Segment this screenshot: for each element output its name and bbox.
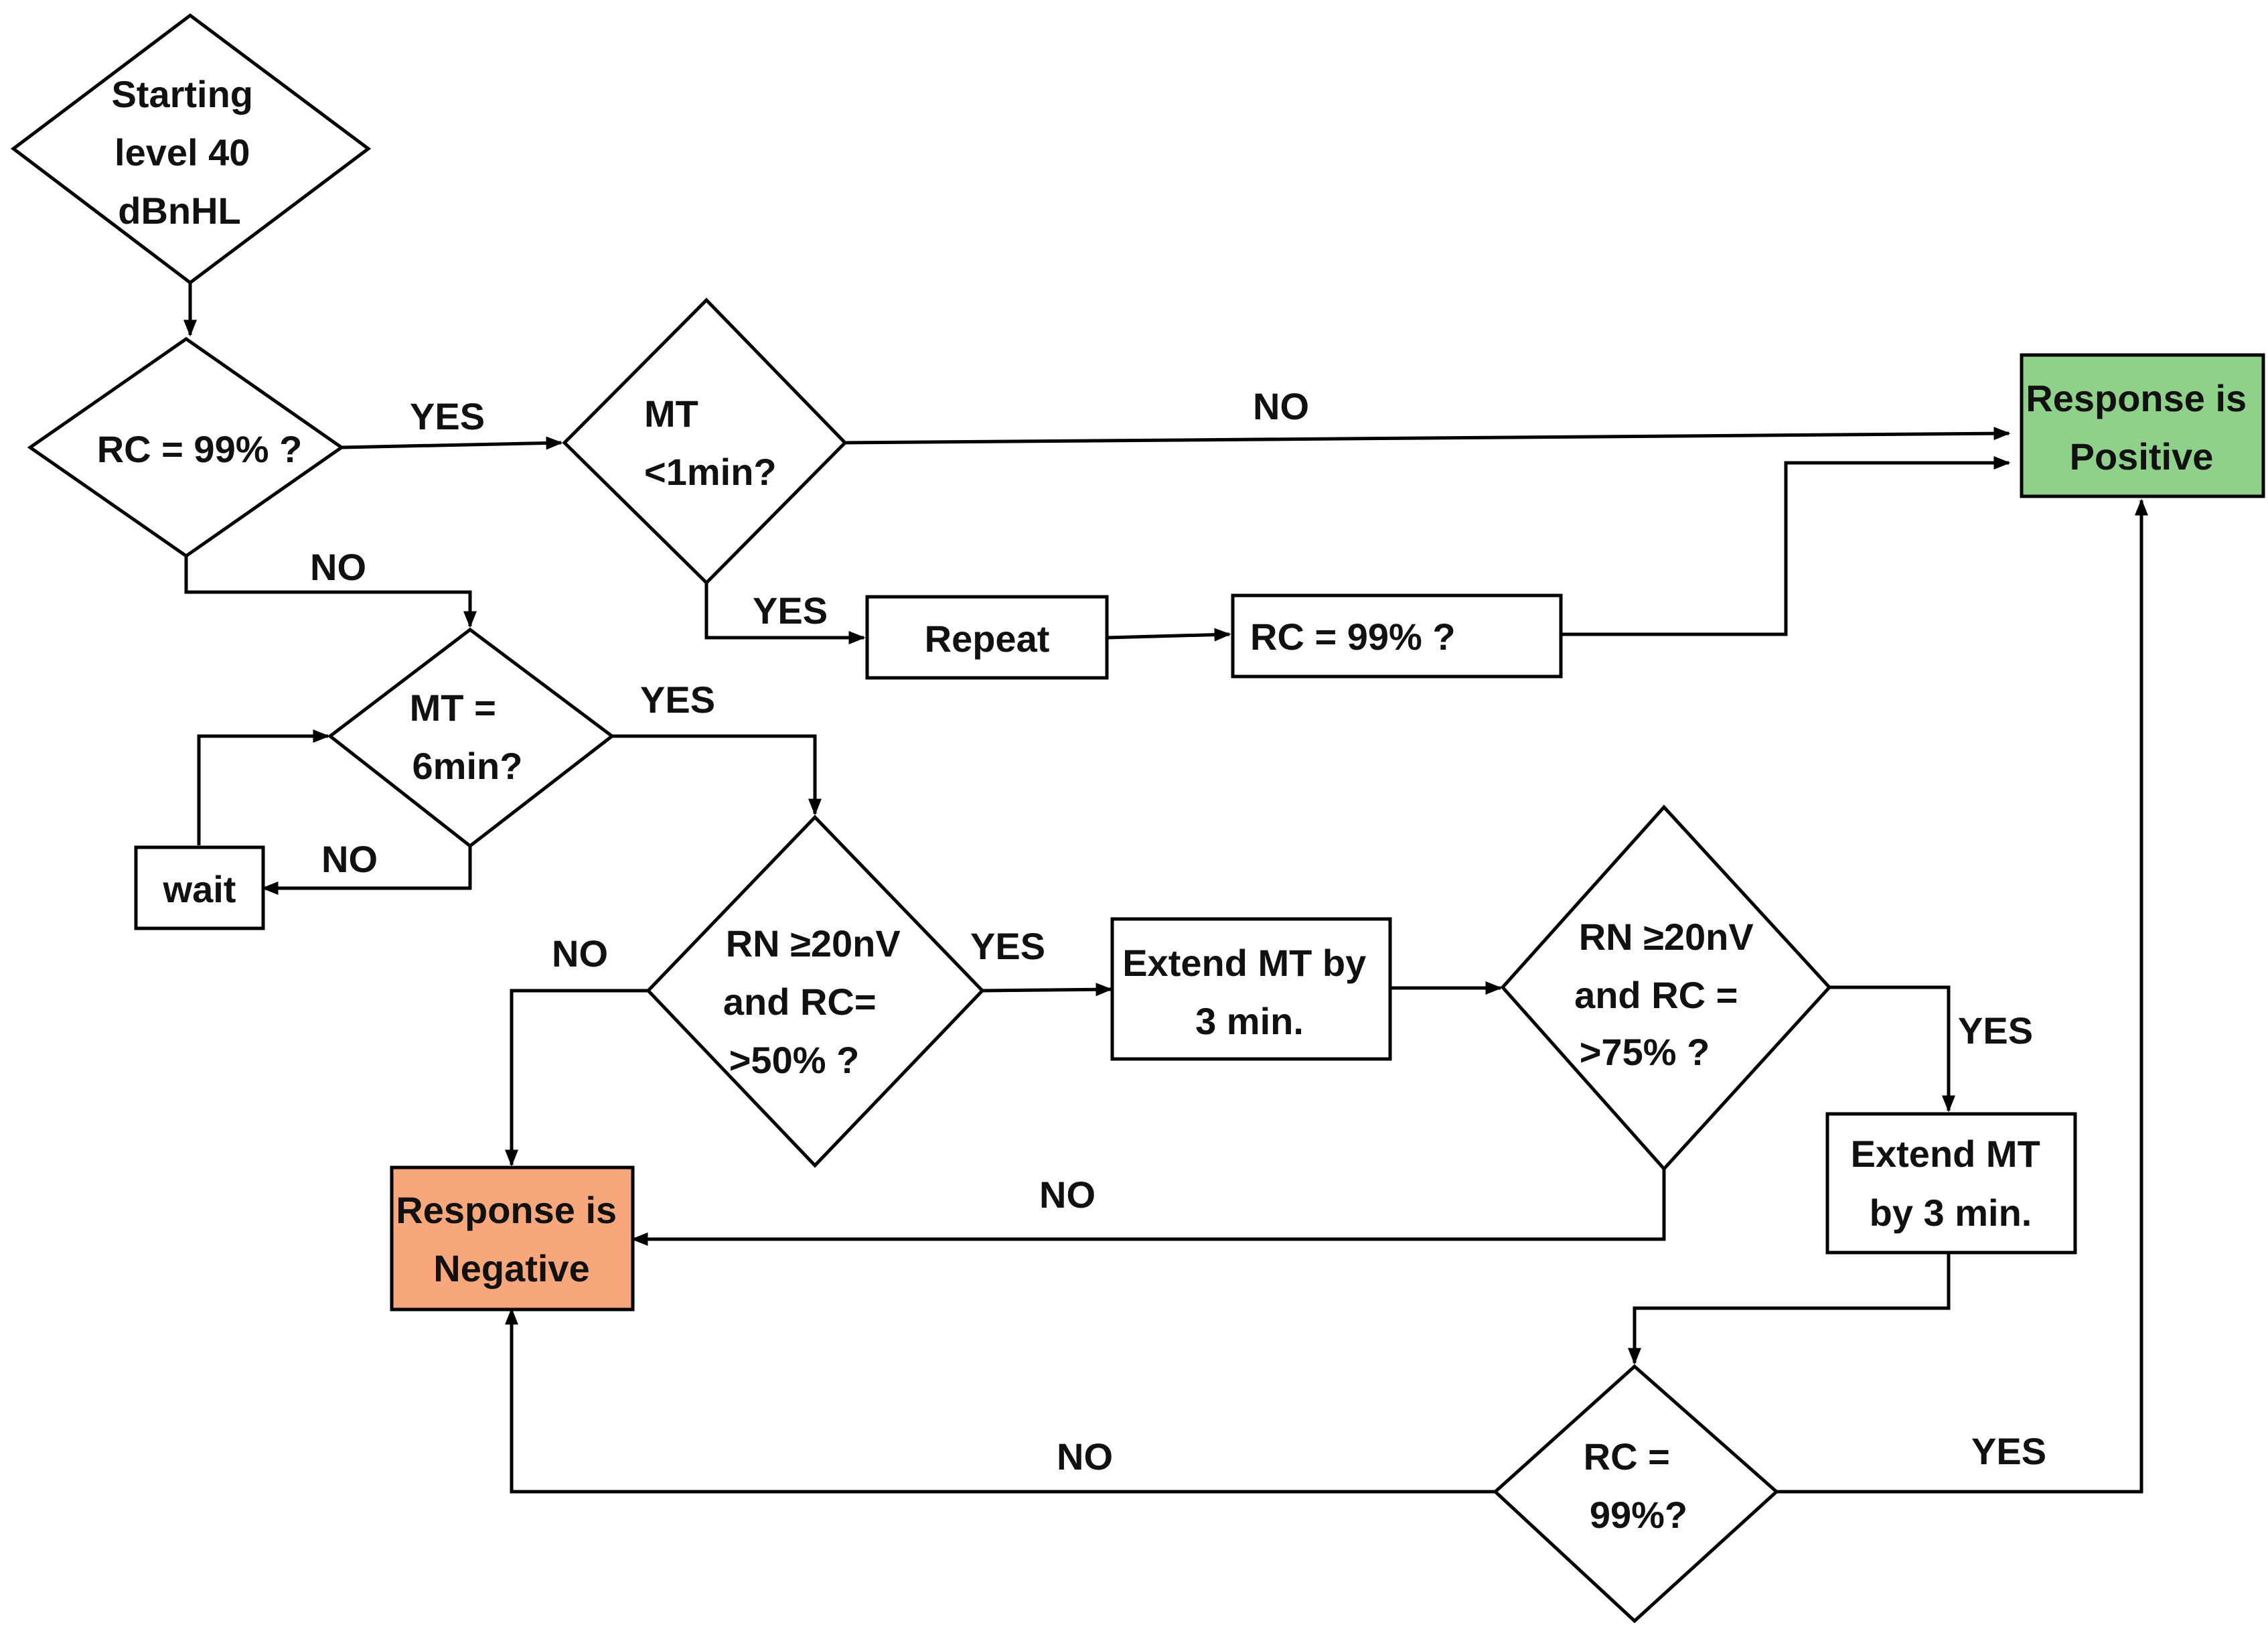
- wait-label-line-1: wait: [163, 868, 236, 910]
- wait-label: wait: [163, 868, 236, 910]
- rn-20nv-rc50-decision-diamond: [646, 814, 985, 1168]
- response-positive-label: Response is Positive: [2026, 377, 2257, 478]
- edge-label-rc99c-yes: YES: [1971, 1430, 2046, 1472]
- mt-lt1min-label: MT <1min?: [644, 393, 777, 493]
- rc99-decision-diamond: [27, 336, 345, 559]
- connector-rc99a-yes-to-mtlt1: [341, 436, 563, 450]
- response-positive-box: [2020, 353, 2265, 498]
- start-label-line-3: dBnHL: [118, 190, 241, 232]
- start-label-line-2: level 40: [115, 131, 250, 173]
- extend-mt-box-2: [1825, 1112, 2077, 1255]
- edge-label-rc99a-no: NO: [310, 546, 366, 588]
- rc99-decision-label-line-1: RC = 99% ?: [97, 428, 303, 470]
- connector-rc99b-to-positive: [1559, 456, 2011, 636]
- extend-mt-2-label-line-2: by 3 min.: [1870, 1192, 2032, 1234]
- rc99-check-label: RC = 99% ?: [1250, 616, 1456, 658]
- edge-label-rn75-yes: YES: [1958, 1009, 2033, 1052]
- connector-mtlt1-yes-to-repeat: [704, 583, 866, 644]
- connector-repeat-to-rc99b: [1106, 628, 1231, 642]
- rc99-final-label-line-1: RC =: [1584, 1435, 1670, 1478]
- connector-extend2-to-rc99c: [1628, 1253, 1951, 1365]
- rc99-final-label: RC = 99%?: [1584, 1435, 1688, 1536]
- mt-lt1min-label-line-1: MT: [644, 393, 698, 435]
- connector-rn75-no-to-negative: [631, 1169, 1666, 1246]
- connector-mt6-no-to-wait: [261, 846, 472, 895]
- connector-wait-to-mt6: [197, 729, 330, 845]
- edge-label-rn75-no: NO: [1039, 1174, 1095, 1216]
- response-negative-label-line-2: Negative: [433, 1247, 589, 1289]
- rn-20nv-rc75-decision-diamond: [1500, 804, 1832, 1172]
- response-positive-label-line-2: Positive: [2070, 435, 2214, 478]
- rn-20nv-rc50-label-line-2: and RC=: [723, 981, 877, 1023]
- rc99-final-label-line-2: 99%?: [1590, 1494, 1687, 1536]
- extend-mt-1-label: Extend MT by 3 min.: [1122, 942, 1377, 1042]
- extend-mt-2-label: Extend MT by 3 min.: [1851, 1133, 2051, 1234]
- repeat-label: Repeat: [925, 618, 1050, 660]
- connector-rn50-yes-to-extend1: [982, 983, 1113, 997]
- response-negative-label: Response is Negative: [396, 1189, 627, 1289]
- response-negative-box: [390, 1165, 635, 1311]
- mt-lt1min-label-line-2: <1min?: [644, 451, 777, 493]
- connector-rc99c-no-to-negative: [505, 1307, 1495, 1494]
- extend-mt-box-1: [1110, 917, 1392, 1061]
- extend-mt-1-label-line-2: 3 min.: [1195, 1000, 1304, 1042]
- connector-mt6-yes-to-rn50: [612, 734, 822, 816]
- start-decision-diamond: [10, 13, 372, 285]
- extend-mt-2-label-line-1: Extend MT: [1851, 1133, 2040, 1175]
- rn-20nv-rc75-label-line-2: and RC =: [1574, 974, 1738, 1016]
- start-label-line-1: Starting: [111, 73, 253, 115]
- response-negative-label-line-1: Response is: [396, 1189, 617, 1231]
- connector-rn50-no-to-negative: [505, 989, 648, 1167]
- rn-20nv-rc50-label: RN ≥20nV and RC= >50% ?: [723, 922, 911, 1081]
- mt-6min-decision-diamond: [327, 627, 615, 849]
- mt-6min-label-line-1: MT =: [410, 687, 496, 729]
- rc99-final-decision-diamond: [1493, 1364, 1779, 1624]
- edge-label-mt6-no: NO: [321, 838, 378, 880]
- rc99-check-box: [1231, 593, 1563, 679]
- wait-box: [134, 845, 265, 930]
- connector-mtlt1-no-to-positive: [844, 427, 2011, 445]
- mt-6min-label: MT = 6min?: [410, 687, 523, 787]
- repeat-label-line-1: Repeat: [925, 618, 1050, 660]
- edge-label-rc99a-yes: YES: [410, 395, 485, 437]
- rc99-check-label-line-1: RC = 99% ?: [1250, 616, 1456, 658]
- edge-label-rn50-no: NO: [552, 932, 608, 975]
- rn-20nv-rc75-label-line-3: >75% ?: [1580, 1031, 1710, 1073]
- edge-label-mtlt1-yes: YES: [753, 589, 828, 632]
- response-positive-label-line-1: Response is: [2026, 377, 2247, 419]
- rc99-decision-label: RC = 99% ?: [97, 428, 303, 470]
- connector-rc99c-yes-to-positive: [1776, 498, 2148, 1494]
- mt-lt1min-decision-diamond: [562, 297, 848, 585]
- start-label: Starting level 40 dBnHL: [111, 73, 263, 232]
- extend-mt-1-label-line-1: Extend MT by: [1122, 942, 1366, 984]
- edge-label-rc99c-no: NO: [1057, 1435, 1113, 1478]
- rn-20nv-rc75-label: RN ≥20nV and RC = >75% ?: [1574, 916, 1764, 1073]
- repeat-box: [865, 595, 1109, 680]
- edge-label-rn50-yes: YES: [970, 925, 1045, 967]
- edge-label-mtlt1-no: NO: [1253, 385, 1309, 427]
- rn-20nv-rc50-label-line-3: >50% ?: [729, 1039, 860, 1081]
- rn-20nv-rc75-label-line-1: RN ≥20nV: [1579, 916, 1754, 958]
- connector-rc99a-no-to-mt6: [184, 556, 477, 628]
- rn-20nv-rc50-label-line-1: RN ≥20nV: [726, 922, 901, 965]
- mt-6min-label-line-2: 6min?: [412, 745, 523, 787]
- edge-label-mt6-yes: YES: [640, 679, 715, 721]
- connector-rn75-yes-to-extend2: [1829, 985, 1955, 1113]
